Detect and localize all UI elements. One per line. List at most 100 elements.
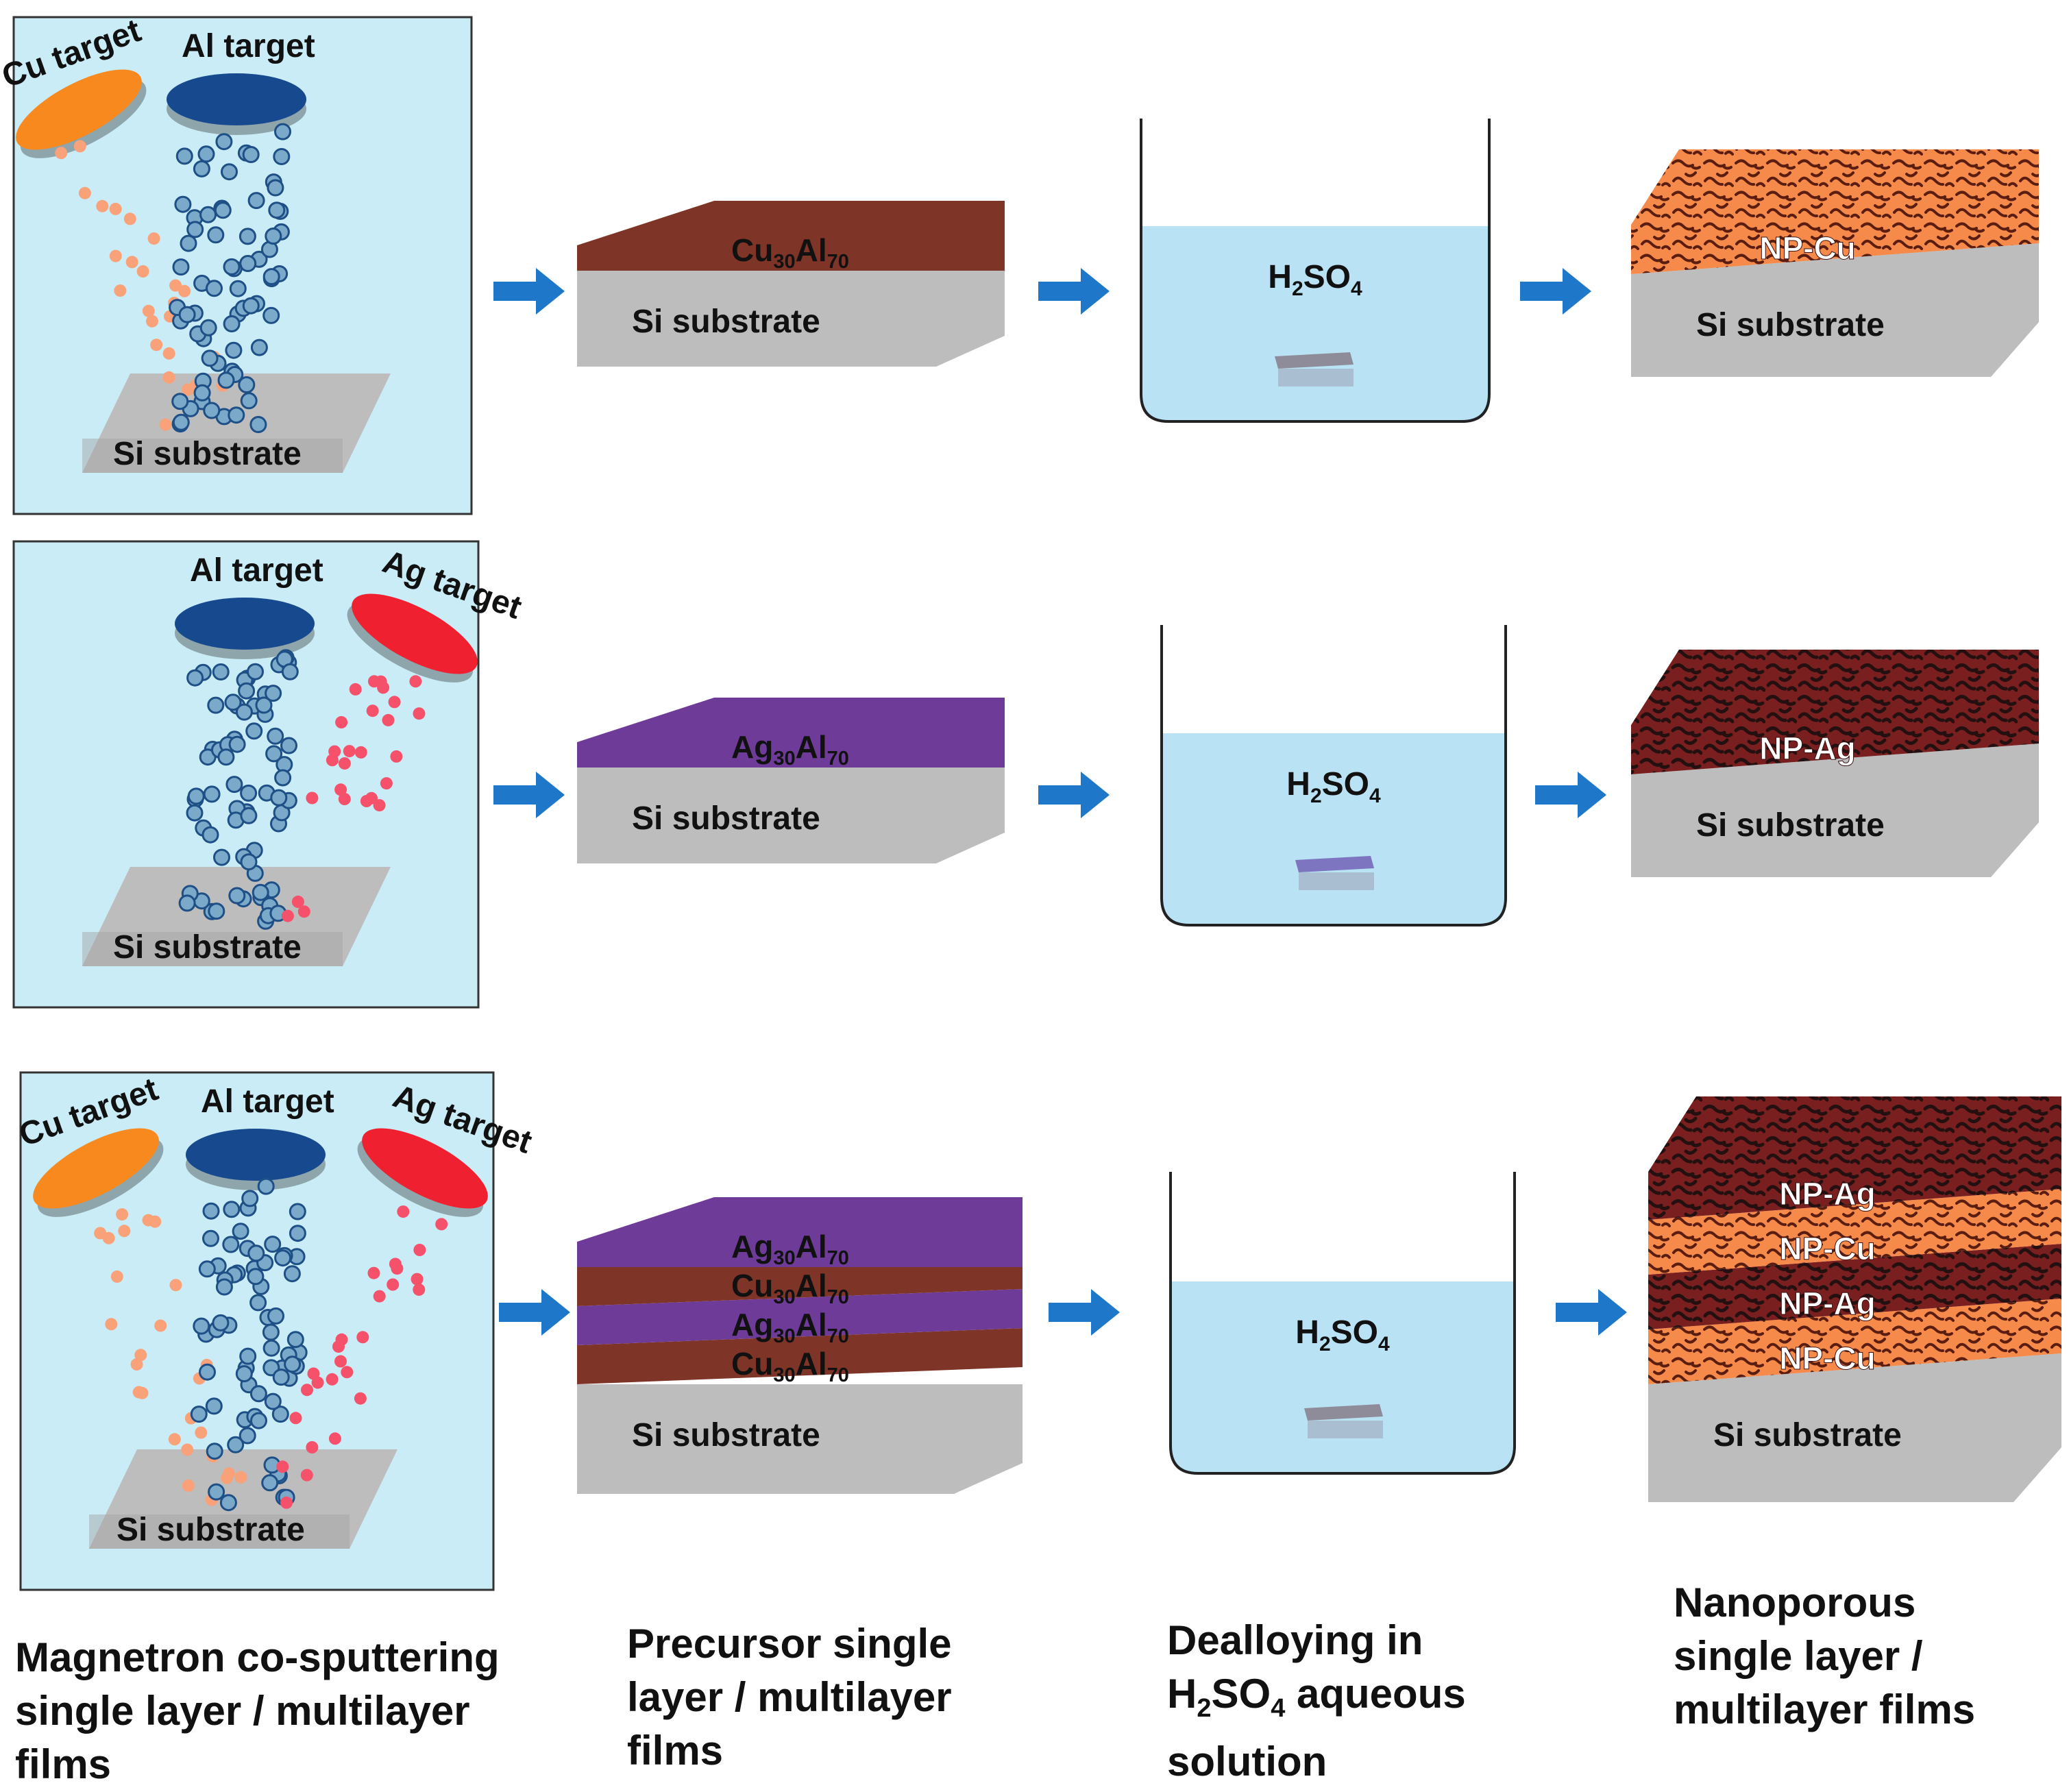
al-atom: [281, 663, 299, 680]
subscript: 30: [773, 1247, 795, 1269]
target-face: [33, 1128, 159, 1209]
formula-part: Al: [796, 729, 827, 765]
result-layer-label: NP-Cu: [1779, 1231, 1876, 1266]
sample-top: [1295, 856, 1374, 872]
result-layer: [1648, 1189, 2061, 1275]
cu-atom: [55, 147, 68, 160]
caption-nanoporous-line: multilayer films: [1674, 1686, 1976, 1732]
ag-atom: [349, 683, 362, 696]
al-atom: [187, 787, 205, 805]
cu-atom: [142, 304, 155, 317]
al-atom: [174, 195, 192, 213]
substrate-plate: [82, 867, 391, 966]
al-atom: [245, 722, 263, 740]
cu-atom: [96, 199, 109, 212]
al-atom: [265, 685, 282, 702]
al-atom: [232, 1223, 249, 1240]
acid-sub-4: 4: [1271, 1694, 1286, 1723]
al-atom: [255, 696, 273, 714]
result-substrate: [1648, 1353, 2061, 1502]
acid-tail: aqueous: [1285, 1671, 1466, 1717]
al-atom: [217, 748, 235, 766]
al-atom: [250, 1412, 267, 1429]
cu-atom: [150, 339, 163, 352]
result-layer: [1631, 650, 2039, 774]
subscript: 4: [1369, 785, 1381, 807]
al-atom: [249, 1294, 267, 1312]
al-atom: [221, 163, 238, 181]
cu-atom: [105, 1318, 118, 1331]
cu-atom: [134, 1349, 147, 1362]
arrow-to-result: [1556, 1289, 1627, 1336]
al-atom: [172, 258, 190, 276]
al-atom: [242, 146, 260, 163]
cu-atom: [110, 1270, 123, 1283]
al-atom: [264, 1236, 282, 1253]
subscript: 70: [827, 748, 849, 770]
cu-atom: [78, 186, 91, 199]
al-atom: [265, 745, 283, 763]
substrate-label: Si substrate: [113, 436, 302, 472]
subscript: 30: [773, 1325, 795, 1347]
al-atom: [217, 371, 235, 389]
sample-top: [1304, 1404, 1383, 1421]
al-atom: [193, 160, 210, 177]
ag-atom: [311, 1376, 324, 1389]
al-atom: [235, 703, 253, 721]
al-atom: [268, 201, 286, 219]
beaker-outline: [1160, 625, 1507, 926]
cu-atom: [154, 1319, 167, 1332]
substrate-plate: [89, 1449, 397, 1549]
result-layer-label: NP-Cu: [1759, 230, 1856, 266]
al-atom: [203, 785, 221, 803]
cu-atom: [146, 315, 158, 328]
al-atom: [239, 255, 257, 272]
arrow-to-bath: [1049, 1289, 1120, 1336]
ag-atom: [380, 777, 393, 790]
al-target-disc: [167, 73, 306, 135]
precursor-substrate-label: Si substrate: [632, 304, 820, 340]
arrow-shape: [1520, 268, 1591, 315]
al-atom: [239, 1347, 257, 1365]
caption-sputtering-line: single layer / multilayer: [15, 1688, 470, 1734]
al-atom: [193, 384, 211, 402]
al-atom: [283, 1265, 301, 1283]
arrow-to-precursor: [493, 268, 565, 315]
acid-so: SO: [1211, 1671, 1271, 1717]
result-layer: [1648, 1096, 2061, 1220]
cu-atom: [169, 1279, 182, 1292]
acid-label: H2SO4: [1295, 1314, 1390, 1355]
subscript: 4: [1378, 1333, 1390, 1355]
acid-label: H2SO4: [1268, 259, 1362, 300]
precursor-substrate: [577, 768, 1005, 863]
precursor-layer-label: Cu30Al70: [731, 1268, 849, 1308]
cu-atom: [221, 1471, 234, 1484]
al-atom: [286, 1331, 304, 1349]
result-layer-label: NP-Ag: [1779, 1176, 1876, 1212]
al-atom: [178, 306, 196, 323]
ag-atom: [397, 1205, 410, 1218]
dealloying-bath: H2SO4: [1140, 119, 1491, 423]
precursor-substrate: [577, 271, 1005, 367]
result-substrate-label: Si substrate: [1696, 807, 1885, 844]
al-atom: [247, 192, 265, 210]
cu-atom: [136, 265, 149, 278]
arrow-to-result: [1535, 772, 1606, 818]
subscript: 2: [1319, 1333, 1331, 1355]
precursor-layer: [577, 1197, 1023, 1267]
al-atom: [202, 1202, 220, 1220]
al-atom: [240, 807, 258, 824]
ag-atom: [301, 1384, 313, 1397]
ag-atom: [409, 675, 422, 688]
al-atom: [175, 147, 193, 165]
formula-part: H: [1268, 259, 1292, 295]
dealloying-bath: H2SO4: [1169, 1172, 1516, 1475]
al-atom: [274, 1249, 292, 1267]
target-face: [167, 73, 306, 125]
ag-atom: [368, 675, 380, 688]
al-atom: [247, 1268, 265, 1286]
